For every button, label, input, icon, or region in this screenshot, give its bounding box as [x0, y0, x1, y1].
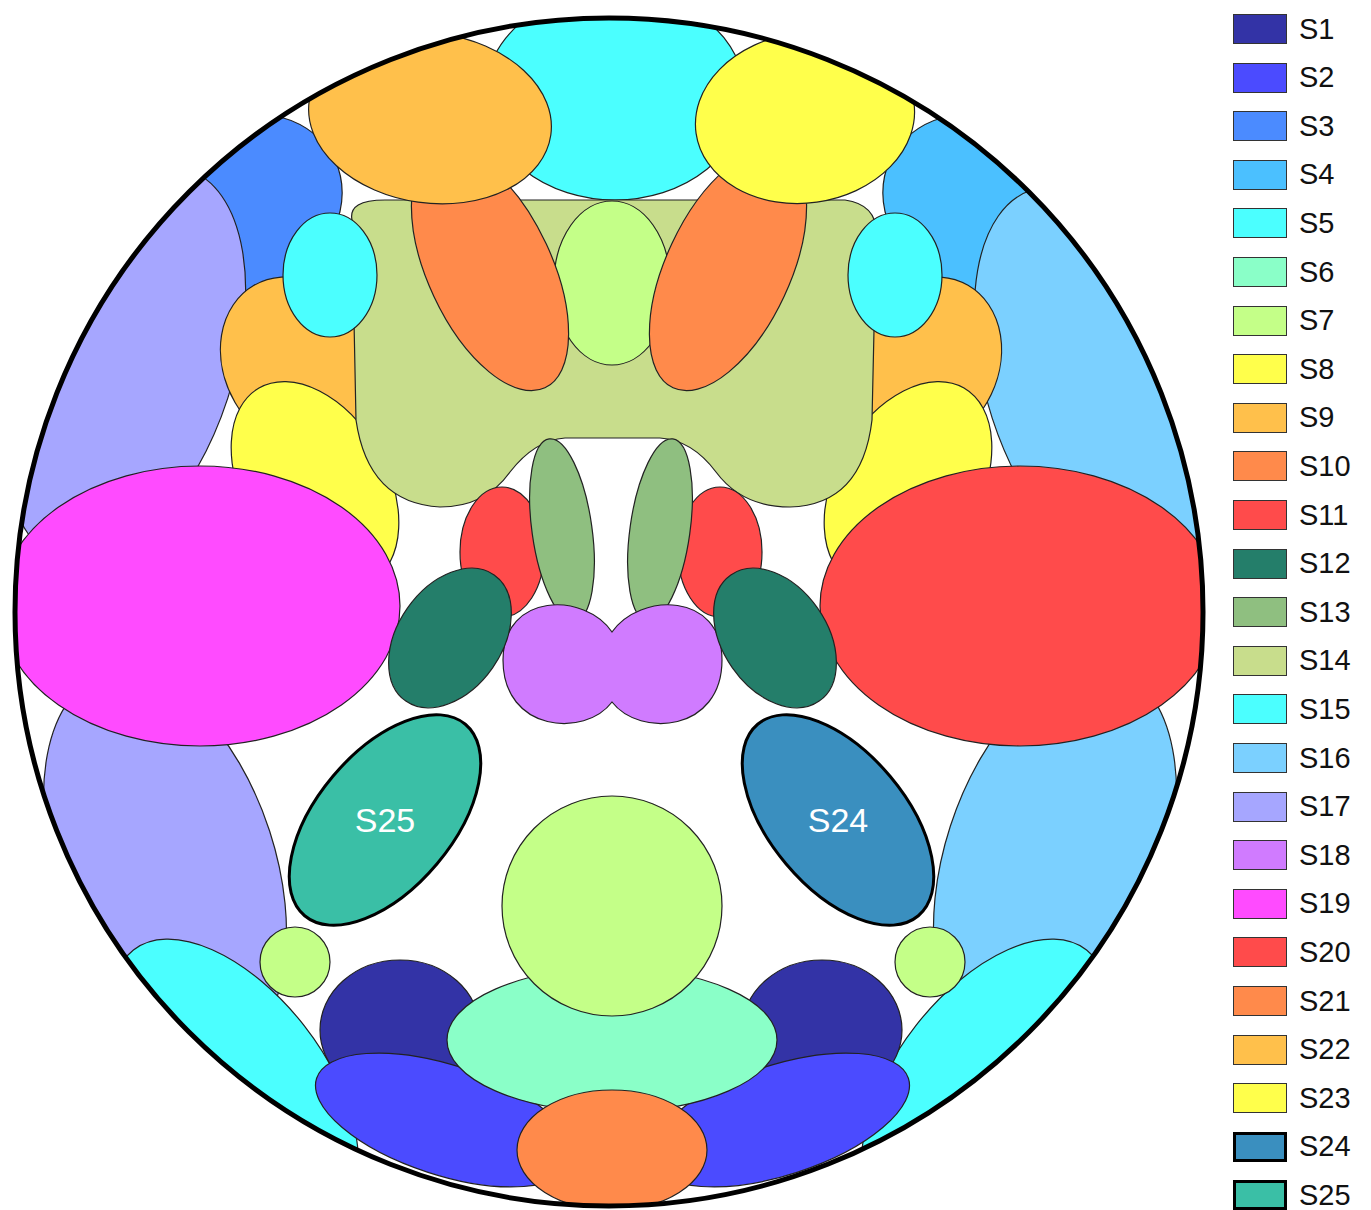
legend-entry: S15: [1233, 694, 1351, 724]
legend-label: S18: [1299, 841, 1351, 870]
region: [688, 545, 862, 731]
legend-label: S17: [1299, 792, 1351, 821]
legend-swatch: [1233, 597, 1287, 627]
region: [895, 927, 965, 997]
region: [363, 545, 537, 731]
region: [283, 213, 377, 337]
region-ellipse: [706, 681, 971, 960]
legend-swatch: [1233, 986, 1287, 1016]
region-node: S25: [255, 690, 515, 950]
legend-entry: S14: [1233, 646, 1351, 676]
region-ellipse: [253, 681, 518, 960]
region: [848, 213, 942, 337]
legend-swatch: [1233, 354, 1287, 384]
legend-swatch: [1233, 306, 1287, 336]
legend-entry: S23: [1233, 1083, 1351, 1113]
legend-entry: S2: [1233, 63, 1334, 93]
legend-entry: S20: [1233, 937, 1351, 967]
legend-swatch: [1233, 646, 1287, 676]
legend-swatch: [1233, 1132, 1287, 1162]
legend-label: S25: [1299, 1181, 1351, 1210]
legend-entry: S19: [1233, 889, 1351, 919]
section-outline: [15, 18, 1203, 1206]
legend-label: S6: [1299, 258, 1334, 287]
legend-entry: S10: [1233, 451, 1351, 481]
legend-swatch: [1233, 63, 1287, 93]
legend-label: S7: [1299, 306, 1334, 335]
legend-swatch: [1233, 1180, 1287, 1210]
legend-swatch: [1233, 743, 1287, 773]
legend-swatch: [1233, 840, 1287, 870]
legend-label: S24: [1299, 1132, 1351, 1161]
legend-label: S23: [1299, 1084, 1351, 1113]
region: [617, 435, 702, 626]
legend-swatch: [1233, 14, 1287, 44]
legend-swatch: [1233, 1035, 1287, 1065]
legend-label: S15: [1299, 695, 1351, 724]
legend-entry: S24: [1233, 1132, 1351, 1162]
region: [519, 435, 604, 626]
legend-label: S8: [1299, 355, 1334, 384]
legend-swatch: [1233, 257, 1287, 287]
region: [502, 796, 722, 1016]
region: [517, 1090, 707, 1210]
legend-label: S5: [1299, 209, 1334, 238]
legend-label: S20: [1299, 938, 1351, 967]
legend-entry: S9: [1233, 403, 1334, 433]
region-label: S24: [808, 803, 869, 837]
legend-label: S22: [1299, 1035, 1351, 1064]
legend-entry: S25: [1233, 1180, 1351, 1210]
legend-entry: S16: [1233, 743, 1351, 773]
region: [684, 19, 926, 218]
legend-label: S21: [1299, 987, 1351, 1016]
legend-label: S16: [1299, 744, 1351, 773]
legend-swatch: [1233, 889, 1287, 919]
legend-entry: S22: [1233, 1035, 1351, 1065]
legend-entry: S21: [1233, 986, 1351, 1016]
legend-entry: S17: [1233, 792, 1351, 822]
legend-label: S2: [1299, 63, 1334, 92]
legend-swatch: [1233, 1083, 1287, 1113]
legend-label: S3: [1299, 112, 1334, 141]
legend-swatch: [1233, 451, 1287, 481]
legend-swatch: [1233, 160, 1287, 190]
legend-label: S13: [1299, 598, 1351, 627]
legend-swatch: [1233, 403, 1287, 433]
legend-entry: S12: [1233, 549, 1351, 579]
legend-entry: S4: [1233, 160, 1334, 190]
legend-label: S19: [1299, 889, 1351, 918]
legend-swatch: [1233, 549, 1287, 579]
legend-label: S11: [1299, 501, 1348, 530]
legend-swatch: [1233, 937, 1287, 967]
region: [503, 605, 722, 724]
region-node: S24: [708, 690, 968, 950]
region-group: [0, 0, 1261, 1210]
legend-label: S4: [1299, 160, 1334, 189]
region: [0, 466, 400, 746]
legend-entry: S6: [1233, 257, 1334, 287]
legend-entry: S1: [1233, 14, 1334, 44]
legend-label: S12: [1299, 549, 1351, 578]
region: [260, 927, 330, 997]
legend-entry: S5: [1233, 208, 1334, 238]
legend-label: S14: [1299, 646, 1351, 675]
legend-swatch: [1233, 111, 1287, 141]
region-label: S25: [355, 803, 416, 837]
legend-entry: S13: [1233, 597, 1351, 627]
region: [820, 466, 1220, 746]
legend-swatch: [1233, 792, 1287, 822]
legend-swatch: [1233, 694, 1287, 724]
legend-label: S10: [1299, 452, 1351, 481]
legend-label: S1: [1299, 15, 1334, 44]
legend-swatch: [1233, 500, 1287, 530]
legend-entry: S8: [1233, 354, 1334, 384]
legend-entry: S18: [1233, 840, 1351, 870]
legend-swatch: [1233, 208, 1287, 238]
legend-entry: S7: [1233, 306, 1334, 336]
legend-label: S9: [1299, 403, 1334, 432]
legend-entry: S11: [1233, 500, 1348, 530]
legend-entry: S3: [1233, 111, 1334, 141]
